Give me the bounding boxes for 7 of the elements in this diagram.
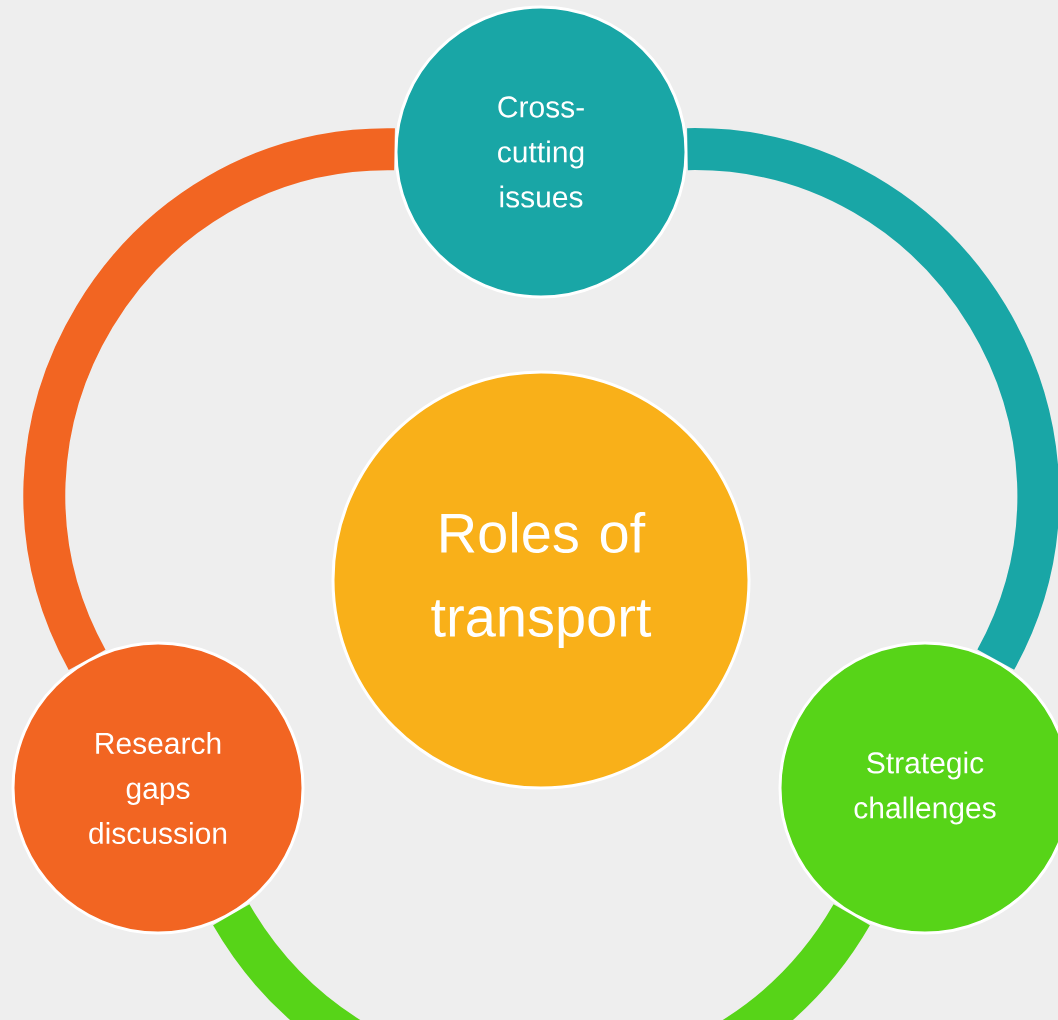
ring-arc (685, 128, 1058, 669)
circle-node: Cross-cutting issues (394, 5, 688, 299)
ring-arc (214, 902, 869, 1020)
circle-node: Research gaps discussion (11, 641, 305, 935)
circle-node: Strategic challenges (778, 641, 1058, 935)
ring-arc (23, 128, 397, 669)
circle-node: Roles of transport (331, 370, 751, 790)
